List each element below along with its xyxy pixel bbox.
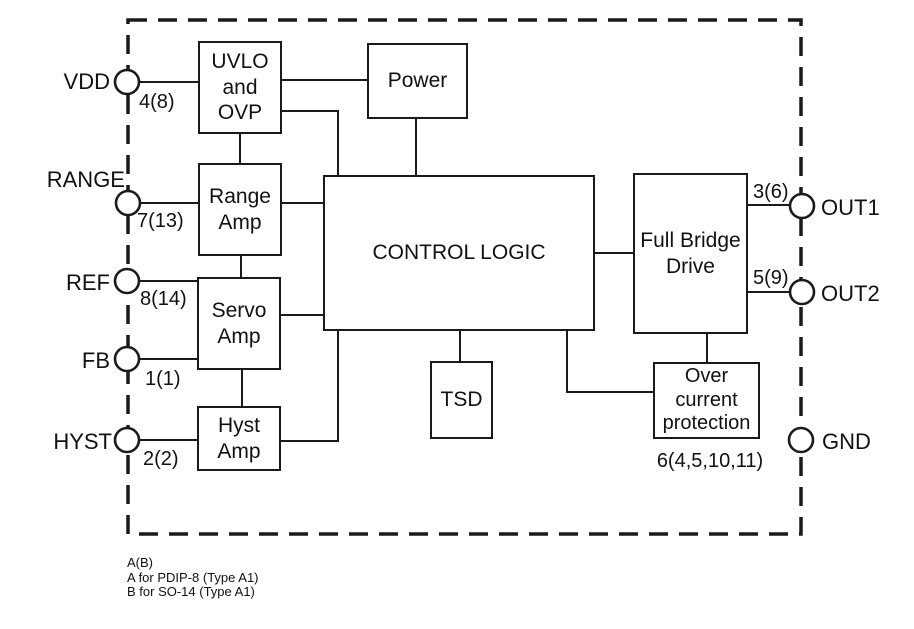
pin-label-out2: OUT2 xyxy=(821,281,880,306)
pin-number-hyst: 2(2) xyxy=(143,448,179,470)
pin-label-hyst: HYST xyxy=(53,429,112,454)
pin-number-out2: 5(9) xyxy=(753,267,789,289)
pin-circles xyxy=(113,68,816,454)
footnote-line-2: A for PDIP-8 (Type A1) xyxy=(127,569,259,585)
pin-number-range: 7(13) xyxy=(137,210,184,232)
block-hyst-amp: Hyst Amp xyxy=(197,406,281,471)
pin-number-ref: 8(14) xyxy=(140,288,187,310)
wire-hyst-amp-to-control-logic xyxy=(281,330,339,442)
pin-circle-range xyxy=(114,189,142,217)
pin-circle-fb xyxy=(113,345,141,373)
block-over-current-protection: Over current protection xyxy=(653,362,760,439)
pin-number-gnd: 6(4,5,10,11) xyxy=(656,450,764,472)
pin-label-gnd: GND xyxy=(822,429,871,454)
footnote-line-1: A(B) xyxy=(127,555,153,570)
block-full-bridge-drive: Full Bridge Drive xyxy=(633,173,748,334)
pin-label-ref: REF xyxy=(66,270,110,295)
wire-uvlo-to-control-logic xyxy=(281,110,339,176)
pin-number-vdd: 4(8) xyxy=(139,91,175,113)
pin-number-out1: 3(6) xyxy=(753,181,789,203)
block-power: Power xyxy=(367,43,468,119)
pin-circle-vdd xyxy=(113,68,141,96)
footnote-line-3: B for SO-14 (Type A1) xyxy=(127,584,255,599)
block-uvlo-ovp: UVLO and OVP xyxy=(198,41,282,134)
pin-circle-gnd xyxy=(787,426,815,454)
block-range-amp: Range Amp xyxy=(198,163,282,256)
footnote: A(B) A for PDIP-8 (Type A1) B for SO-14 … xyxy=(127,555,259,600)
pin-label-fb: FB xyxy=(81,348,110,373)
pin-circle-out1 xyxy=(788,192,816,220)
wires xyxy=(115,79,802,442)
block-tsd: TSD xyxy=(430,361,493,439)
block-control-logic: CONTROL LOGIC xyxy=(323,175,595,331)
pin-circle-out2 xyxy=(788,278,816,306)
wire-control-logic-to-over-current xyxy=(566,331,653,393)
pin-label-vdd: VDD xyxy=(63,69,110,94)
block-servo-amp: Servo Amp xyxy=(197,277,281,370)
pin-number-fb: 1(1) xyxy=(145,368,181,390)
pin-label-range: RANGE xyxy=(46,167,125,192)
pin-circle-ref xyxy=(113,267,141,295)
pin-label-out1: OUT1 xyxy=(821,195,880,220)
pin-circle-hyst xyxy=(113,426,141,454)
